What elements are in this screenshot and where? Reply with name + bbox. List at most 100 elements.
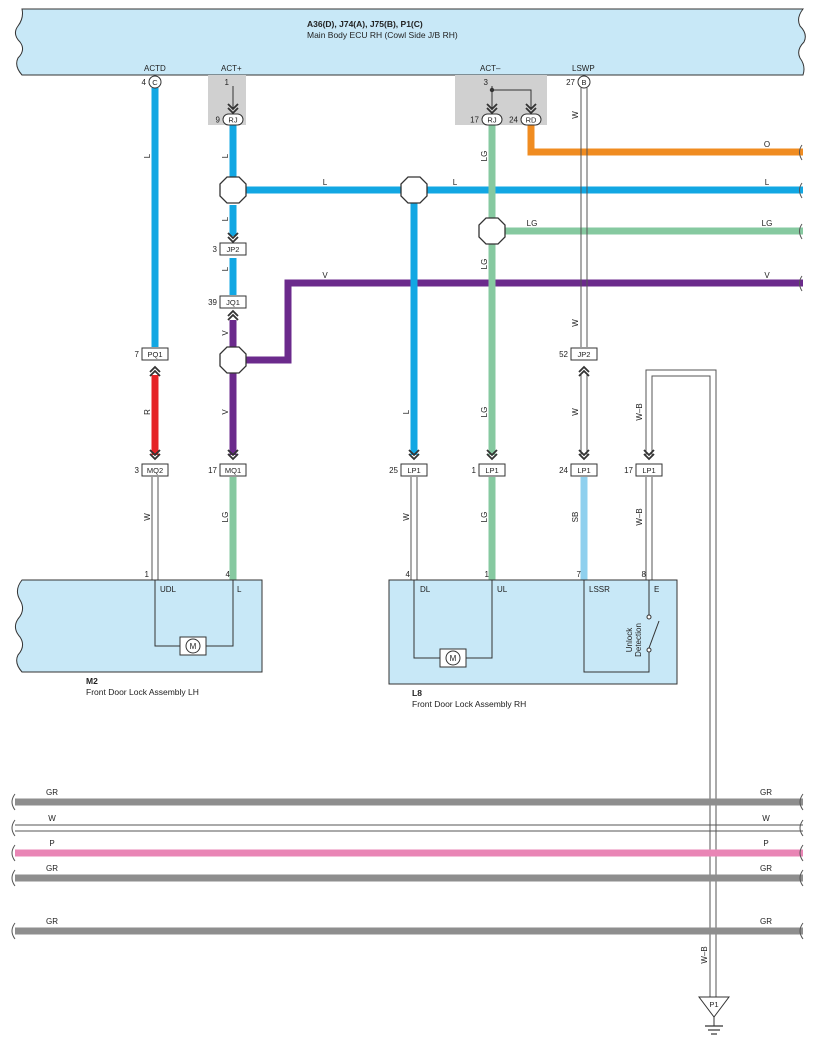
- ecu-terminal-actp: ACT+: [221, 64, 242, 73]
- ecu-pin-actm-num: 3: [484, 78, 489, 87]
- l8-switch-contact-top: [646, 614, 652, 620]
- label-h-v: V: [322, 271, 328, 280]
- m2-front-door-lock-lh: 1 4 UDL L M M2 Front Door Lock Assembly …: [14, 570, 263, 697]
- m2-code: M2: [86, 676, 98, 686]
- ecu-connector-b: B: [581, 78, 586, 87]
- l8-switch-contact-bottom: [646, 647, 652, 653]
- l8-switch-lever: [648, 620, 660, 649]
- svg-text:1: 1: [485, 570, 490, 579]
- label-wb-3: W–B: [700, 946, 709, 963]
- m2-terminal-udl: UDL: [160, 585, 177, 594]
- horizontal-wire-labels: L L L V V LG LG O: [322, 140, 772, 280]
- svg-text:JP2: JP2: [578, 350, 591, 359]
- bottom-wire-label-left: GR: [46, 917, 58, 926]
- connector-jp2-upper: JP2 3: [213, 242, 247, 256]
- label-h-l-b: L: [453, 178, 458, 187]
- label-wb-1: W–B: [635, 403, 644, 420]
- label-actp-v1: V: [221, 330, 230, 336]
- l8-terminal-ul: UL: [497, 585, 508, 594]
- ecu-pin-lswp: B 27: [566, 75, 591, 89]
- label-actm-lg2: LG: [480, 259, 489, 270]
- l8-terminal-e: E: [654, 585, 659, 594]
- label-actd-l: L: [143, 153, 152, 158]
- m2-name: Front Door Lock Assembly LH: [86, 687, 199, 697]
- wire-actd-w: [151, 477, 159, 580]
- svg-text:24: 24: [509, 116, 518, 125]
- bottom-wire-label-right: GR: [760, 864, 772, 873]
- label-actp-l2: L: [221, 216, 230, 221]
- bottom-wire-label-right: W: [762, 814, 770, 823]
- connector-jq1: JQ1 39: [208, 295, 247, 309]
- label-h-lg-end: LG: [762, 219, 773, 228]
- svg-text:JQ1: JQ1: [226, 298, 240, 307]
- label-lswp-w3: W: [571, 408, 580, 416]
- svg-text:M: M: [190, 642, 197, 651]
- ground-code: P1: [709, 1000, 718, 1009]
- svg-text:17: 17: [624, 466, 633, 475]
- svg-text:JP2: JP2: [227, 245, 240, 254]
- svg-text:4: 4: [226, 570, 231, 579]
- main-body-ecu: A36(D), J74(A), J75(B), P1(C) Main Body …: [14, 8, 806, 76]
- label-lswp-w1: W: [571, 111, 580, 119]
- chevrons: [149, 103, 655, 461]
- svg-text:25: 25: [389, 466, 398, 475]
- svg-text:17: 17: [208, 466, 217, 475]
- connector-lp1-b: LP1 1: [472, 463, 506, 477]
- label-rd-o: O: [764, 140, 770, 149]
- l8-switch-label-2: Detection: [634, 623, 643, 657]
- bottom-wire-label-right: P: [763, 839, 768, 848]
- splice-nodes: [219, 176, 506, 374]
- bottom-wire-label-left: GR: [46, 788, 58, 797]
- svg-text:LP1: LP1: [407, 466, 420, 475]
- m2-terminal-l: L: [237, 585, 242, 594]
- wire-rd-orange: [527, 124, 803, 156]
- svg-text:M: M: [450, 654, 457, 663]
- l8-terminal-dl: DL: [420, 585, 431, 594]
- svg-text:9: 9: [216, 116, 221, 125]
- connector-rj-right: RJ 17: [470, 113, 503, 126]
- label-h-l-c: L: [765, 178, 770, 187]
- svg-text:39: 39: [208, 298, 217, 307]
- l8-motor-icon: [445, 650, 461, 666]
- label-mid-w: W: [402, 513, 411, 521]
- wire-horizontal-v: [245, 279, 803, 364]
- svg-text:7: 7: [135, 350, 140, 359]
- ecu-name: Main Body ECU RH (Cowl Side J/B RH): [307, 30, 458, 40]
- vertical-wire-labels: L R W L L L V V LG L W LG LG LG LG W W W…: [143, 111, 709, 964]
- ecu-pin-actd: C 4: [142, 75, 162, 89]
- label-lswp-w2: W: [571, 319, 580, 327]
- ecu-codes: A36(D), J74(A), J75(B), P1(C): [307, 19, 423, 29]
- connector-jp2-lower: JP2 52: [559, 347, 598, 361]
- svg-text:8: 8: [642, 570, 647, 579]
- label-lswp-sb: SB: [571, 512, 580, 523]
- l8-terminal-lssr: LSSR: [589, 585, 610, 594]
- connector-rd: RD 24: [509, 113, 542, 126]
- bottom-wire-label-left: GR: [46, 864, 58, 873]
- actm-splice-dot: [489, 87, 495, 93]
- svg-text:17: 17: [470, 116, 479, 125]
- wire-end-marks: [799, 144, 803, 292]
- label-h-v-end: V: [764, 271, 770, 280]
- label-actm-lg1: LG: [480, 151, 489, 162]
- ecu-terminal-actm: ACT–: [480, 64, 501, 73]
- connector-mq1: MQ1 17: [208, 463, 247, 477]
- label-h-l-a: L: [323, 178, 328, 187]
- svg-text:24: 24: [559, 466, 568, 475]
- label-mid-l: L: [402, 409, 411, 414]
- svg-text:LP1: LP1: [642, 466, 655, 475]
- svg-text:RJ: RJ: [228, 116, 237, 125]
- label-actm-lg3: LG: [480, 407, 489, 418]
- label-actm-lg4: LG: [480, 512, 489, 523]
- connector-pq1: PQ1 7: [135, 347, 169, 361]
- ecu-pin-actd-num: 4: [142, 78, 147, 87]
- wire-ground-wb: [645, 369, 717, 997]
- label-actd-r: R: [143, 409, 152, 415]
- connector-rj-left: RJ 9: [216, 113, 244, 126]
- svg-text:MQ1: MQ1: [225, 466, 241, 475]
- l8-name: Front Door Lock Assembly RH: [412, 699, 526, 709]
- label-wb-2: W–B: [635, 508, 644, 525]
- connector-lp1-a: LP1 25: [389, 463, 428, 477]
